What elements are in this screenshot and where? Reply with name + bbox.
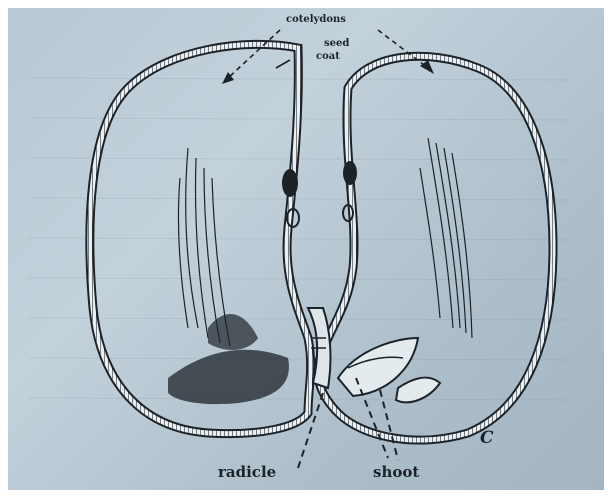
- right-vascular-strands: [420, 138, 472, 338]
- bean-seed-drawing: [8, 8, 604, 490]
- seam-knot: [343, 161, 357, 185]
- label-coat: coat: [316, 51, 340, 62]
- plate-letter: C: [480, 428, 494, 448]
- seam-knot: [282, 169, 298, 197]
- label-cotelydons: cotelydons: [286, 14, 346, 25]
- left-embryo-mass: [168, 350, 289, 404]
- label-radicle: radicle: [218, 463, 276, 481]
- label-seed: seed: [324, 38, 349, 49]
- bean-seed-diagram-photo: cotelydons seed coat radicle shoot C: [8, 8, 604, 490]
- label-shoot: shoot: [373, 463, 419, 481]
